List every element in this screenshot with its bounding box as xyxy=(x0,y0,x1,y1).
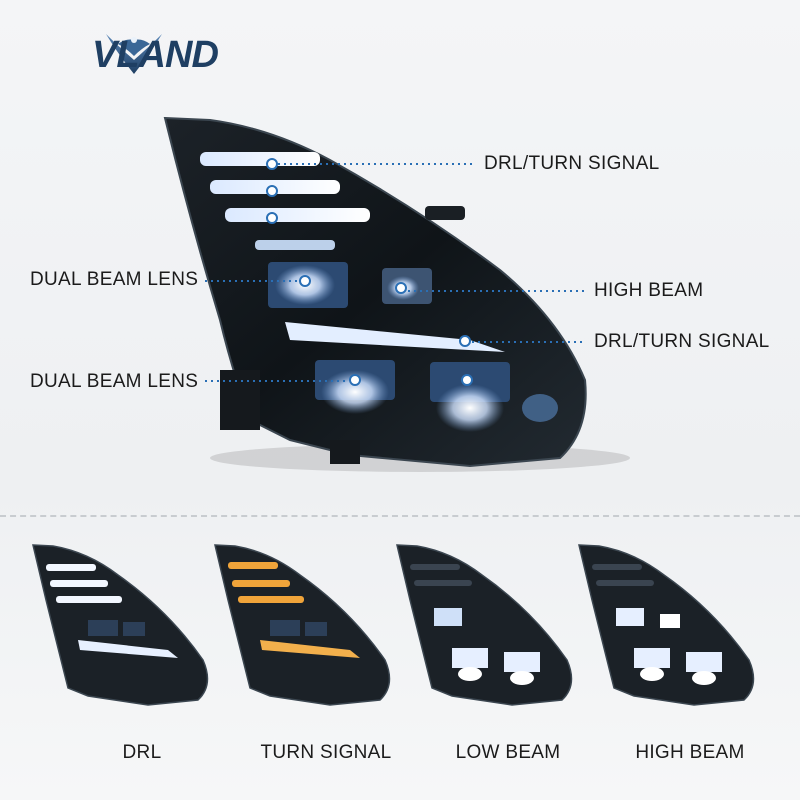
callout-drl-turn-top: DRL/TURN SIGNAL xyxy=(484,153,660,174)
turn-signal-mode-image xyxy=(214,544,391,706)
drl-mode-image xyxy=(32,544,209,706)
caption-high-beam: HIGH BEAM xyxy=(635,742,745,763)
callout-dual-beam-lower: DUAL BEAM LENS xyxy=(30,371,199,392)
caption-turn-signal: TURN SIGNAL xyxy=(260,742,392,763)
low-beam-mode-image xyxy=(396,544,573,706)
callout-dual-beam-upper: DUAL BEAM LENS xyxy=(30,269,199,290)
caption-drl: DRL xyxy=(122,742,162,763)
section-divider xyxy=(0,515,800,517)
vland-logo-icon xyxy=(106,34,162,74)
main-headlight-image xyxy=(163,116,630,472)
high-beam-mode-image xyxy=(578,544,755,706)
callout-drl-turn-lower: DRL/TURN SIGNAL xyxy=(594,331,770,352)
caption-low-beam: LOW BEAM xyxy=(455,742,561,763)
callout-high-beam: HIGH BEAM xyxy=(594,280,704,301)
brand-name: VLAND xyxy=(92,34,219,76)
